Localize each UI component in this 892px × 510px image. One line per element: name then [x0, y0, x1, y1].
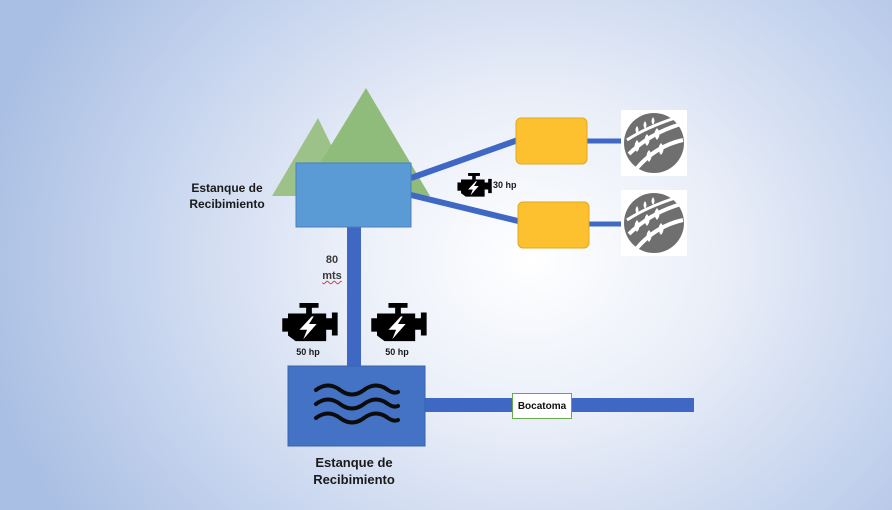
- distance-unit: mts: [322, 270, 342, 282]
- motor-left-label: 50 hp: [296, 347, 320, 357]
- crop-field-icon: [621, 110, 687, 176]
- motor-30hp-label: 30 hp: [493, 180, 517, 190]
- lower-tank-label: Estanque de Recibimiento: [313, 455, 395, 487]
- motor-icon-right: [371, 303, 427, 342]
- crop-field-icon: [621, 190, 687, 256]
- motor-right-label: 50 hp: [385, 347, 409, 357]
- motor-icon-left: [282, 303, 338, 342]
- water-waves-icon: [314, 383, 400, 425]
- distance-value: 80: [325, 254, 339, 266]
- motor-icon-30hp: [457, 173, 492, 197]
- valve-box-lower: [517, 201, 590, 249]
- valve-box-upper: [515, 117, 588, 165]
- upper-tank-label: Estanque de Recibimiento: [189, 181, 265, 211]
- intake-label: Bocatoma: [512, 393, 572, 419]
- upper-tank: [295, 162, 412, 228]
